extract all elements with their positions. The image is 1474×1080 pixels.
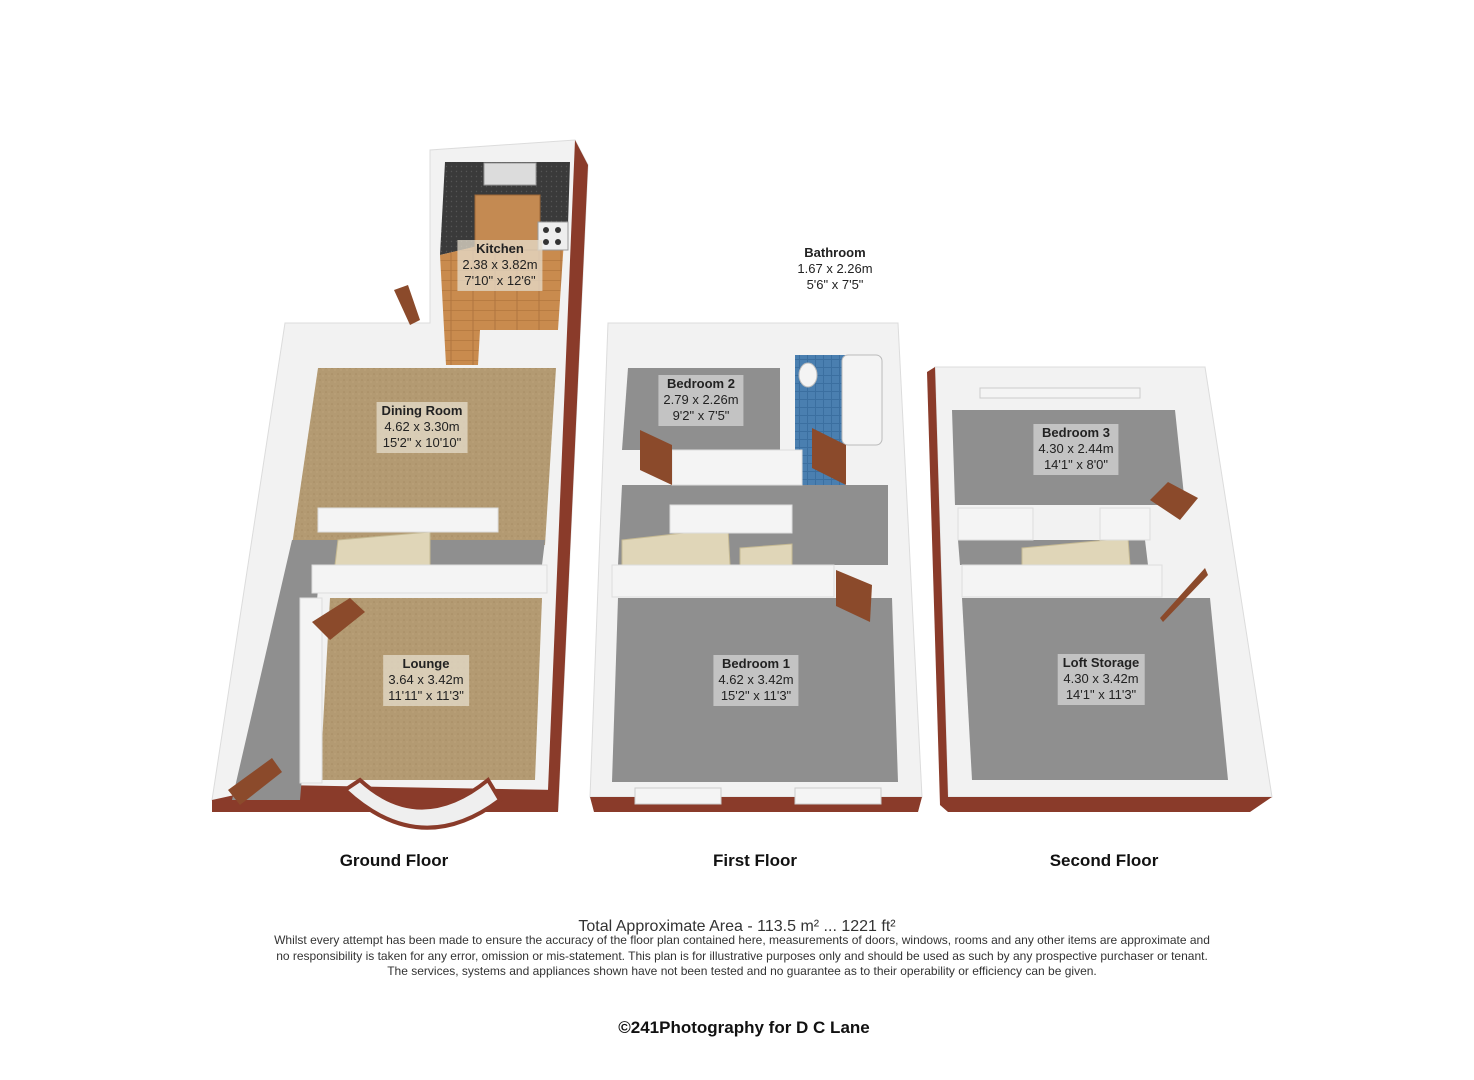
- disclaimer-line-1: Whilst every attempt has been made to en…: [274, 933, 1210, 947]
- lounge-door: [312, 598, 365, 640]
- second-internal-wall-1: [957, 507, 1034, 541]
- bathroom-label: Bathroom 1.67 x 2.26m 5'6" x 7'5": [792, 244, 877, 295]
- front-door: [228, 758, 282, 805]
- dining-room-imperial: 15'2" x 10'10": [382, 435, 462, 450]
- bedroom-1-imperial: 15'2" x 11'3": [720, 688, 792, 703]
- bedroom-1-name: Bedroom 1: [722, 656, 790, 671]
- kitchen-sink: [483, 162, 537, 186]
- ground-floor-brick-edge: [548, 140, 588, 812]
- loft-storage-imperial: 14'1" x 11'3": [1065, 687, 1137, 702]
- first-window-2: [794, 787, 882, 805]
- bedroom-2-imperial: 9'2" x 7'5": [672, 408, 730, 423]
- dining-room-metric: 4.62 x 3.30m: [384, 419, 460, 434]
- bathroom-imperial: 5'6" x 7'5": [806, 277, 864, 292]
- second-internal-wall-3: [961, 564, 1163, 598]
- ground-floor-title: Ground Floor: [339, 851, 449, 870]
- kitchen-imperial: 7'10" x 12'6": [464, 273, 536, 288]
- lounge-name: Lounge: [402, 656, 450, 671]
- bedroom-1-metric: 4.62 x 3.42m: [718, 672, 794, 687]
- bedroom-3-metric: 4.30 x 2.44m: [1038, 441, 1114, 456]
- toilet: [798, 362, 818, 388]
- first-floor-stairs-lower: [739, 543, 793, 566]
- bedroom-2-door: [640, 430, 672, 485]
- ground-internal-wall-2: [311, 564, 548, 594]
- bedroom-3-imperial: 14'1" x 8'0": [1043, 457, 1109, 472]
- second-floor-brick-base: [948, 797, 1272, 812]
- bedroom-3-door: [1150, 482, 1198, 520]
- bathroom-metric: 1.67 x 2.26m: [797, 261, 873, 276]
- first-internal-wall-1: [671, 449, 803, 486]
- first-floor-title: First Floor: [712, 851, 798, 870]
- lounge-metric: 3.64 x 3.42m: [388, 672, 464, 687]
- dining-room-label: Dining Room 4.62 x 3.30m 15'2" x 10'10": [376, 402, 468, 453]
- bedroom-1-label: Bedroom 1 4.62 x 3.42m 15'2" x 11'3": [713, 655, 799, 706]
- bedroom-2-metric: 2.79 x 2.26m: [663, 392, 739, 407]
- kitchen-metric: 2.38 x 3.82m: [462, 257, 538, 272]
- second-floor-brick-edge: [927, 367, 948, 812]
- total-area: Total Approximate Area - 113.5 m² ... 12…: [578, 918, 896, 935]
- loft-storage-label: Loft Storage 4.30 x 3.42m 14'1" x 11'3": [1057, 654, 1145, 705]
- loft-storage-name: Loft Storage: [1062, 655, 1140, 670]
- lounge-label: Lounge 3.64 x 3.42m 11'11" x 11'3": [383, 655, 469, 706]
- second-skylight: [979, 387, 1141, 399]
- disclaimer-line-3: The services, systems and appliances sho…: [387, 964, 1097, 978]
- bedroom-3-label: Bedroom 3 4.30 x 2.44m 14'1" x 8'0": [1033, 424, 1119, 475]
- kitchen-name: Kitchen: [476, 241, 524, 256]
- bedroom-2-name: Bedroom 2: [667, 376, 735, 391]
- kitchen-label: Kitchen 2.38 x 3.82m 7'10" x 12'6": [457, 240, 543, 291]
- dining-room-floor: [292, 368, 556, 545]
- loft-storage-metric: 4.30 x 3.42m: [1063, 671, 1139, 686]
- ground-internal-wall-1: [317, 507, 499, 533]
- bath-tub: [841, 354, 883, 446]
- first-window-1: [634, 787, 722, 805]
- second-internal-wall-2: [1099, 507, 1151, 541]
- bathroom-name: Bathroom: [804, 245, 866, 260]
- first-internal-wall-3: [611, 564, 835, 598]
- kitchen-hob: [537, 221, 569, 251]
- dining-room-name: Dining Room: [381, 403, 463, 418]
- first-internal-wall-2: [669, 504, 793, 534]
- second-floor-title: Second Floor: [1049, 851, 1159, 870]
- first-floor-plan: [589, 322, 923, 812]
- second-floor-plan: [927, 366, 1273, 812]
- lounge-bay-window: [341, 776, 503, 830]
- lounge-imperial: 11'11" x 11'3": [388, 688, 464, 703]
- bedroom-1-door: [836, 570, 872, 622]
- loft-storage-door: [1160, 568, 1208, 622]
- disclaimer: Whilst every attempt has been made to en…: [210, 933, 1274, 980]
- kitchen-back-door: [394, 285, 420, 325]
- bedroom-2-label: Bedroom 2 2.79 x 2.26m 9'2" x 7'5": [658, 375, 744, 426]
- ground-internal-wall-3: [299, 597, 323, 784]
- bedroom-3-name: Bedroom 3: [1042, 425, 1110, 440]
- bathroom-door: [812, 428, 846, 485]
- disclaimer-line-2: no responsibility is taken for any error…: [276, 948, 1208, 963]
- photography-credit: ©241Photography for D C Lane: [618, 1018, 870, 1037]
